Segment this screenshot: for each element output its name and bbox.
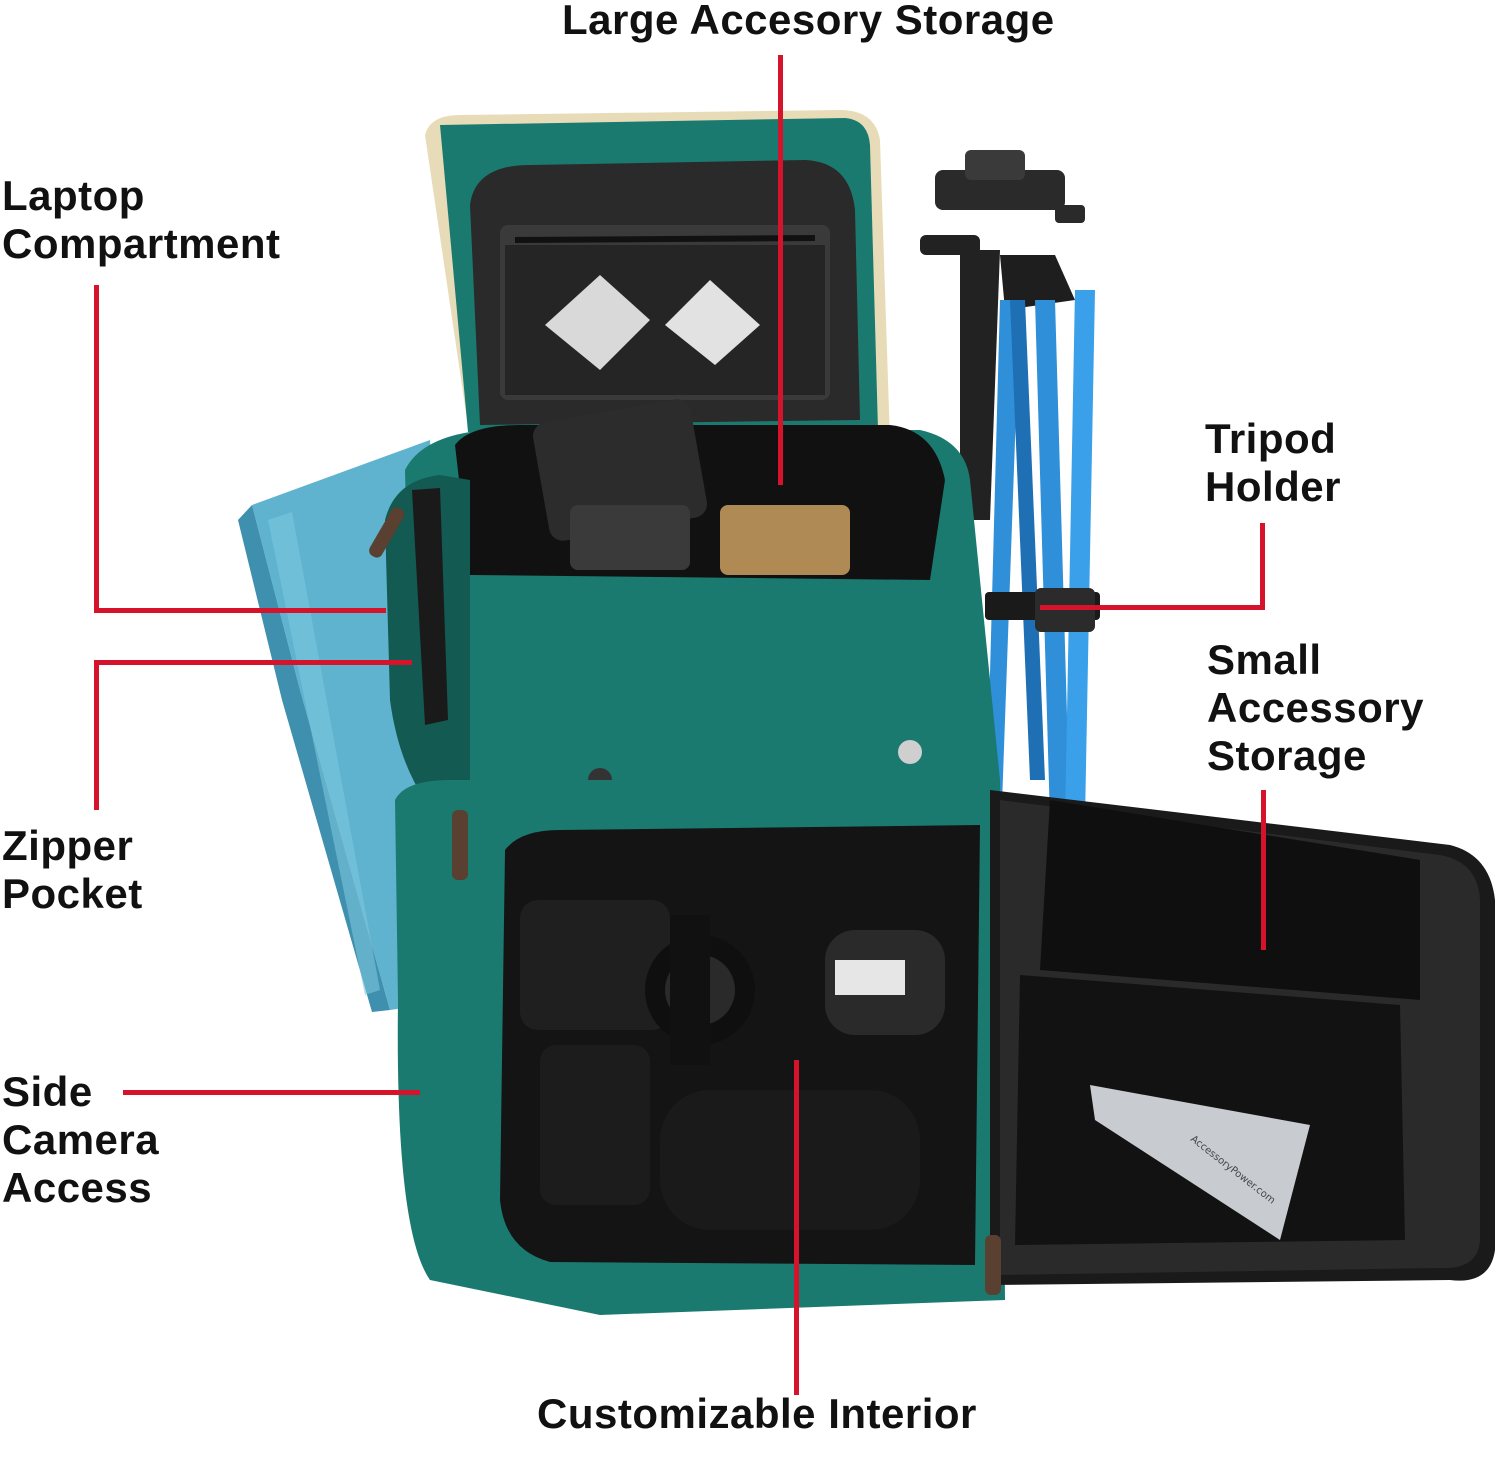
tripod-holder-label: Tripod Holder [1205, 415, 1341, 511]
zipper-pocket-label: Zipper Pocket [2, 822, 143, 918]
small-accessory-storage-line1: Small [1207, 636, 1322, 683]
large-accessory-storage-text: Large Accesory Storage [562, 0, 1055, 43]
zipper-pocket-line2: Pocket [2, 870, 143, 917]
side-camera-access-line3: Access [2, 1164, 153, 1211]
laptop-compartment-callout-horizontal [94, 608, 386, 613]
tripod-illustration [920, 150, 1100, 860]
tripod-holder-callout-horizontal [1040, 605, 1265, 610]
zipper-pocket-callout-horizontal [94, 660, 412, 665]
large-accessory-storage-label: Large Accesory Storage [562, 0, 1055, 44]
side-camera-access-callout [123, 1090, 420, 1095]
small-accessory-storage-line3: Storage [1207, 732, 1367, 779]
zipper-pocket-callout-vertical [94, 660, 99, 810]
side-camera-access-line1: Side [2, 1068, 93, 1115]
small-accessory-storage-line2: Accessory [1207, 684, 1424, 731]
cloth-brand-text: AccessoryPower.com [1188, 1134, 1277, 1207]
side-camera-access-line2: Camera [2, 1116, 160, 1163]
tripod-holder-line1: Tripod [1205, 415, 1337, 462]
large-accessory-storage-callout [778, 55, 783, 485]
zipper-pocket-line1: Zipper [2, 822, 134, 869]
tripod-holder-callout-vertical [1260, 523, 1265, 610]
small-accessory-storage-label: Small Accessory Storage [1207, 636, 1424, 780]
side-camera-access-label: Side Camera Access [2, 1068, 159, 1212]
laptop-illustration [238, 440, 460, 1012]
laptop-compartment-label: Laptop Compartment [2, 172, 281, 268]
customizable-interior-text: Customizable Interior [537, 1390, 977, 1437]
laptop-compartment-line2: Compartment [2, 220, 281, 267]
small-accessory-storage-callout [1261, 790, 1266, 950]
customizable-interior-label: Customizable Interior [537, 1390, 977, 1438]
tripod-holder-line2: Holder [1205, 463, 1342, 510]
customizable-interior-callout [794, 1060, 799, 1395]
laptop-compartment-callout-vertical [94, 285, 99, 613]
laptop-compartment-line1: Laptop [2, 172, 145, 219]
